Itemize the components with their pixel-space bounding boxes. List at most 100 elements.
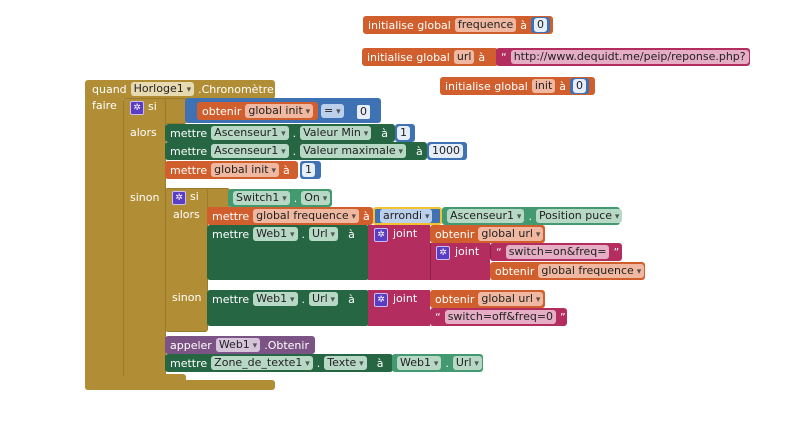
- property-dropdown[interactable]: Position puce: [535, 209, 623, 223]
- operator-dropdown[interactable]: =: [321, 104, 344, 118]
- component-dropdown[interactable]: Web1: [253, 227, 298, 241]
- number-field[interactable]: 1: [397, 126, 410, 140]
- property-dropdown[interactable]: Url: [452, 356, 482, 370]
- property-dropdown[interactable]: Texte: [324, 356, 367, 370]
- event-header: quand Horloge1 .Chronomètre: [87, 80, 279, 98]
- keyword: obtenir: [202, 104, 242, 118]
- keyword: à: [348, 292, 355, 306]
- keyword: mettre: [212, 227, 250, 241]
- set-global-init-block[interactable]: mettre global init à: [165, 161, 298, 179]
- text-block[interactable]: “ switch=on&freq= ”: [490, 243, 622, 261]
- number-block[interactable]: 0: [570, 78, 590, 94]
- component-dropdown[interactable]: Ascenseur1: [447, 209, 525, 223]
- property-dropdown[interactable]: On: [301, 191, 331, 205]
- keyword: mettre: [170, 163, 208, 177]
- si-label: si: [190, 190, 199, 203]
- component-dropdown[interactable]: Web1: [253, 292, 298, 306]
- keyword: à: [363, 209, 370, 223]
- variable-dropdown[interactable]: global init: [245, 104, 314, 118]
- component-dropdown[interactable]: Web1: [215, 338, 261, 352]
- component-dropdown[interactable]: Ascenseur1: [211, 144, 289, 158]
- variable-dropdown[interactable]: global frequence: [538, 264, 645, 278]
- sinon-label: sinon: [130, 191, 160, 204]
- dot: .: [528, 209, 532, 223]
- number-field[interactable]: 0: [356, 104, 371, 120]
- event-block-footer: [85, 380, 275, 390]
- set-global-frequence-block[interactable]: mettre global frequence à: [207, 207, 373, 225]
- round-block[interactable]: arrondi: [373, 207, 442, 225]
- component-dropdown[interactable]: Zone_de_texte1: [211, 356, 313, 370]
- dot: .: [292, 144, 297, 158]
- variable-name-field[interactable]: init: [531, 79, 556, 93]
- text-field[interactable]: switch=on&freq=: [505, 245, 610, 259]
- variable-dropdown[interactable]: global init: [211, 163, 280, 177]
- web-url-getter[interactable]: Web1 . Url: [392, 354, 483, 372]
- function-dropdown[interactable]: arrondi: [380, 209, 433, 223]
- init-global-init-block[interactable]: initialise global init à 0: [440, 77, 595, 95]
- variable-name-field[interactable]: frequence: [454, 18, 517, 32]
- gear-icon[interactable]: ✲: [436, 246, 450, 260]
- keyword: à: [416, 144, 423, 158]
- set-web-url-header: mettre Web1 . Url à: [207, 290, 360, 308]
- component-dropdown[interactable]: Horloge1: [130, 82, 195, 96]
- gear-icon[interactable]: ✲: [374, 228, 388, 242]
- init-global-url-block[interactable]: initialise global url à: [362, 48, 498, 66]
- get-variable-block[interactable]: obtenir global init: [197, 102, 318, 120]
- if-block-footer: [123, 374, 186, 382]
- number-field[interactable]: 0: [534, 18, 548, 32]
- text-block[interactable]: “ http://www.dequidt.me/peip/reponse.php…: [496, 48, 758, 66]
- property-dropdown[interactable]: Url: [309, 292, 339, 306]
- component-dropdown[interactable]: Switch1: [233, 191, 290, 205]
- switch-on-getter[interactable]: Switch1 . On: [228, 189, 332, 207]
- variable-dropdown[interactable]: global url: [478, 292, 544, 306]
- quote: ”: [560, 310, 566, 324]
- alors-label: alors: [130, 126, 157, 139]
- property-dropdown[interactable]: Valeur maximale: [300, 144, 407, 158]
- number-block[interactable]: 1: [300, 161, 321, 179]
- keyword: mettre: [212, 209, 250, 223]
- keyword: obtenir: [435, 227, 475, 241]
- variable-name-field[interactable]: url: [453, 50, 475, 64]
- gear-icon[interactable]: ✲: [130, 101, 144, 115]
- text-field[interactable]: http://www.dequidt.me/peip/reponse.php?: [510, 50, 749, 64]
- joint-label: joint: [393, 227, 418, 240]
- keyword: obtenir: [495, 264, 535, 278]
- text-block[interactable]: “ switch=off&freq=0 ”: [430, 308, 567, 326]
- get-global-url-block[interactable]: obtenir global url: [430, 225, 545, 243]
- number-block[interactable]: 1: [395, 124, 415, 142]
- set-textbox-text-block[interactable]: mettre Zone_de_texte1 . Texte à: [165, 354, 393, 372]
- keyword: à: [520, 18, 528, 32]
- alors-label: alors: [173, 208, 200, 221]
- get-global-frequence-block[interactable]: obtenir global frequence: [490, 262, 645, 280]
- number-block[interactable]: 0: [531, 17, 551, 33]
- component-dropdown[interactable]: Ascenseur1: [211, 126, 289, 140]
- property-dropdown[interactable]: Valeur Min: [300, 126, 372, 140]
- dot: .: [301, 292, 306, 306]
- number-field[interactable]: 1000: [429, 144, 463, 158]
- keyword: à: [559, 79, 567, 93]
- gear-icon[interactable]: ✲: [374, 293, 388, 307]
- number-field[interactable]: 0: [573, 79, 587, 93]
- set-valeur-min-block[interactable]: mettre Ascenseur1 . Valeur Min à: [165, 124, 395, 142]
- component-dropdown[interactable]: Web1: [397, 356, 442, 370]
- sinon-label: sinon: [172, 291, 202, 304]
- joint-label: joint: [393, 292, 418, 305]
- si-label: si: [148, 100, 157, 113]
- slider-position-getter[interactable]: Ascenseur1 . Position puce: [442, 207, 623, 225]
- variable-dropdown[interactable]: global frequence: [253, 209, 360, 223]
- variable-dropdown[interactable]: global url: [478, 227, 544, 241]
- call-web-get-block[interactable]: appeler Web1 .Obtenir: [165, 336, 315, 354]
- event-block-body: [85, 95, 123, 390]
- number-field[interactable]: 1: [302, 163, 315, 177]
- dot: .: [316, 356, 321, 370]
- gear-icon[interactable]: ✲: [172, 191, 186, 205]
- text-field[interactable]: switch=off&freq=0: [444, 310, 557, 324]
- get-global-url-block[interactable]: obtenir global url: [430, 290, 545, 308]
- keyword: mettre: [212, 292, 250, 306]
- number-block[interactable]: 1000: [427, 142, 467, 160]
- property-dropdown[interactable]: Url: [309, 227, 339, 241]
- set-valeur-max-block[interactable]: mettre Ascenseur1 . Valeur maximale à: [165, 142, 427, 160]
- keyword: obtenir: [435, 292, 475, 306]
- init-global-frequence-block[interactable]: initialise global frequence à 0: [363, 16, 553, 34]
- keyword: initialise global: [367, 50, 450, 64]
